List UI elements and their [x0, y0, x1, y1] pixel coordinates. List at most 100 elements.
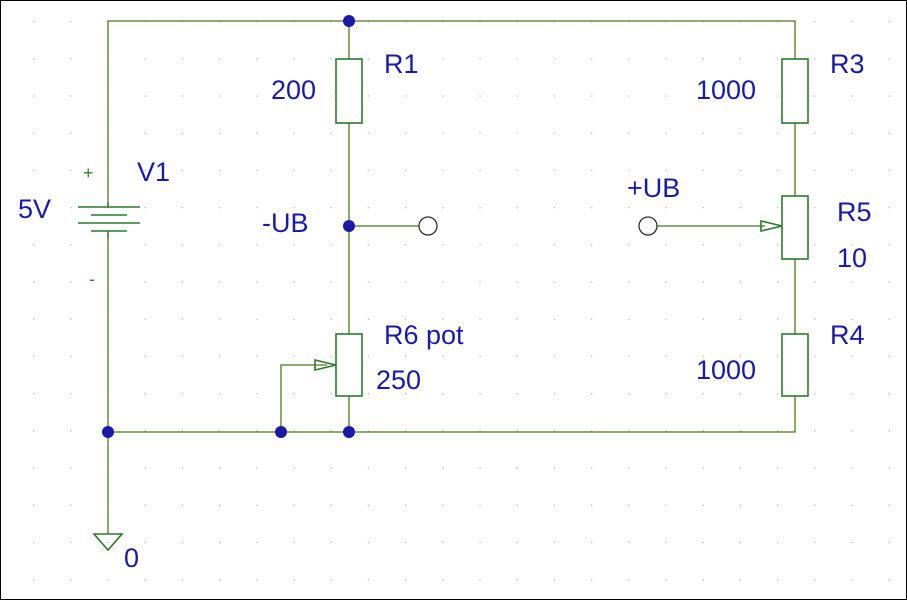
grid-dot — [442, 132, 444, 134]
wires — [107, 20, 796, 534]
grid-dot — [739, 58, 742, 60]
grid-dot — [851, 58, 853, 60]
grid-dot — [293, 504, 295, 506]
minus-ub-terminal[interactable] — [418, 216, 438, 236]
grid-dot — [591, 244, 593, 246]
grid-dot — [293, 318, 295, 320]
grid-dot — [591, 58, 593, 60]
grid-dot — [553, 244, 556, 246]
grid-dot — [814, 169, 816, 172]
grid-dot — [814, 430, 816, 432]
grid-dot — [665, 430, 667, 432]
grid-dot — [628, 541, 630, 544]
grid-dot — [888, 430, 890, 432]
grid-dot — [777, 281, 779, 283]
grid-dot — [330, 169, 332, 172]
grid-dot — [665, 318, 667, 320]
grid-dot — [33, 21, 35, 23]
v1-value-label: 5V — [18, 194, 51, 224]
grid-dot — [888, 393, 890, 395]
grid-dot — [144, 132, 146, 134]
grid-dot — [851, 579, 853, 581]
grid-dot — [33, 579, 35, 581]
grid-dot — [814, 95, 816, 97]
grid-dot — [33, 207, 35, 209]
grid-dot — [851, 95, 853, 97]
plus-ub-label: +UB — [627, 173, 680, 203]
grid-dot — [516, 504, 518, 506]
grid-dot — [107, 579, 109, 581]
grid-dot — [702, 393, 704, 395]
grid-dot — [405, 318, 407, 320]
v1-name-label: V1 — [137, 157, 170, 187]
grid-dot — [219, 504, 221, 506]
grid-dot — [591, 430, 593, 432]
grid-dot — [777, 467, 779, 469]
grid-dot — [405, 58, 407, 60]
grid-dot — [442, 318, 444, 320]
ground-label: 0 — [124, 543, 139, 573]
grid-dot — [777, 318, 779, 320]
grid-dot — [330, 579, 332, 581]
grid-dot — [330, 58, 332, 60]
grid-dot — [181, 281, 184, 283]
r5-potentiometer[interactable] — [781, 195, 809, 260]
grid-dot — [777, 132, 779, 134]
grid-dot — [219, 318, 221, 320]
grid-dot — [70, 579, 72, 581]
plus-ub-terminal[interactable] — [638, 216, 658, 236]
grid-dot — [516, 58, 518, 60]
grid-dot — [330, 244, 332, 246]
grid-dot — [665, 579, 667, 581]
grid-dot — [702, 95, 704, 97]
grid-dot — [777, 579, 779, 581]
grid-dot — [405, 132, 407, 134]
grid-dot — [702, 318, 704, 320]
grid-dot — [628, 318, 630, 320]
grid-dot — [777, 504, 779, 506]
r1-value-label: 200 — [271, 75, 316, 105]
grid-dot — [814, 541, 816, 544]
grid-dot — [144, 430, 146, 432]
grid-dot — [293, 579, 295, 581]
r4-resistor[interactable] — [781, 333, 809, 397]
grid-dot — [330, 355, 332, 358]
grid-dot — [70, 467, 72, 469]
grid-dot — [702, 541, 704, 544]
r5-wiper-arrow-icon — [760, 219, 783, 233]
grid-dot — [479, 95, 481, 97]
grid-dot — [628, 281, 630, 283]
grid-dot — [33, 132, 35, 134]
grid-dot — [665, 132, 667, 134]
grid-dot — [107, 541, 109, 544]
r6-potentiometer[interactable] — [335, 333, 363, 397]
grid-dot — [888, 579, 890, 581]
grid-dot — [591, 504, 593, 506]
grid-dot — [293, 430, 295, 432]
grid-dot — [516, 318, 518, 320]
grid-dot — [367, 430, 370, 432]
grid-dot — [256, 430, 258, 432]
grid-dot — [553, 169, 556, 172]
grid-dot — [702, 430, 704, 432]
r3-resistor[interactable] — [781, 58, 809, 124]
grid-dot — [442, 244, 444, 246]
grid-dot — [256, 244, 258, 246]
grid-dot — [479, 281, 481, 283]
grid-dot — [777, 58, 779, 60]
r1-resistor[interactable] — [335, 58, 363, 124]
grid-dot — [256, 169, 258, 172]
grid-dot — [851, 132, 853, 134]
grid-dot — [702, 58, 704, 60]
grid-dot — [181, 318, 184, 320]
grid-dot — [516, 169, 518, 172]
grid-dot — [70, 244, 72, 246]
grid-dot — [479, 393, 481, 395]
grid-dot — [367, 132, 370, 134]
grid-dot — [219, 169, 221, 172]
grid-dot — [405, 504, 407, 506]
v1-battery-icon[interactable] — [78, 203, 140, 239]
grid-dot — [591, 579, 593, 581]
grid-dot — [33, 393, 35, 395]
